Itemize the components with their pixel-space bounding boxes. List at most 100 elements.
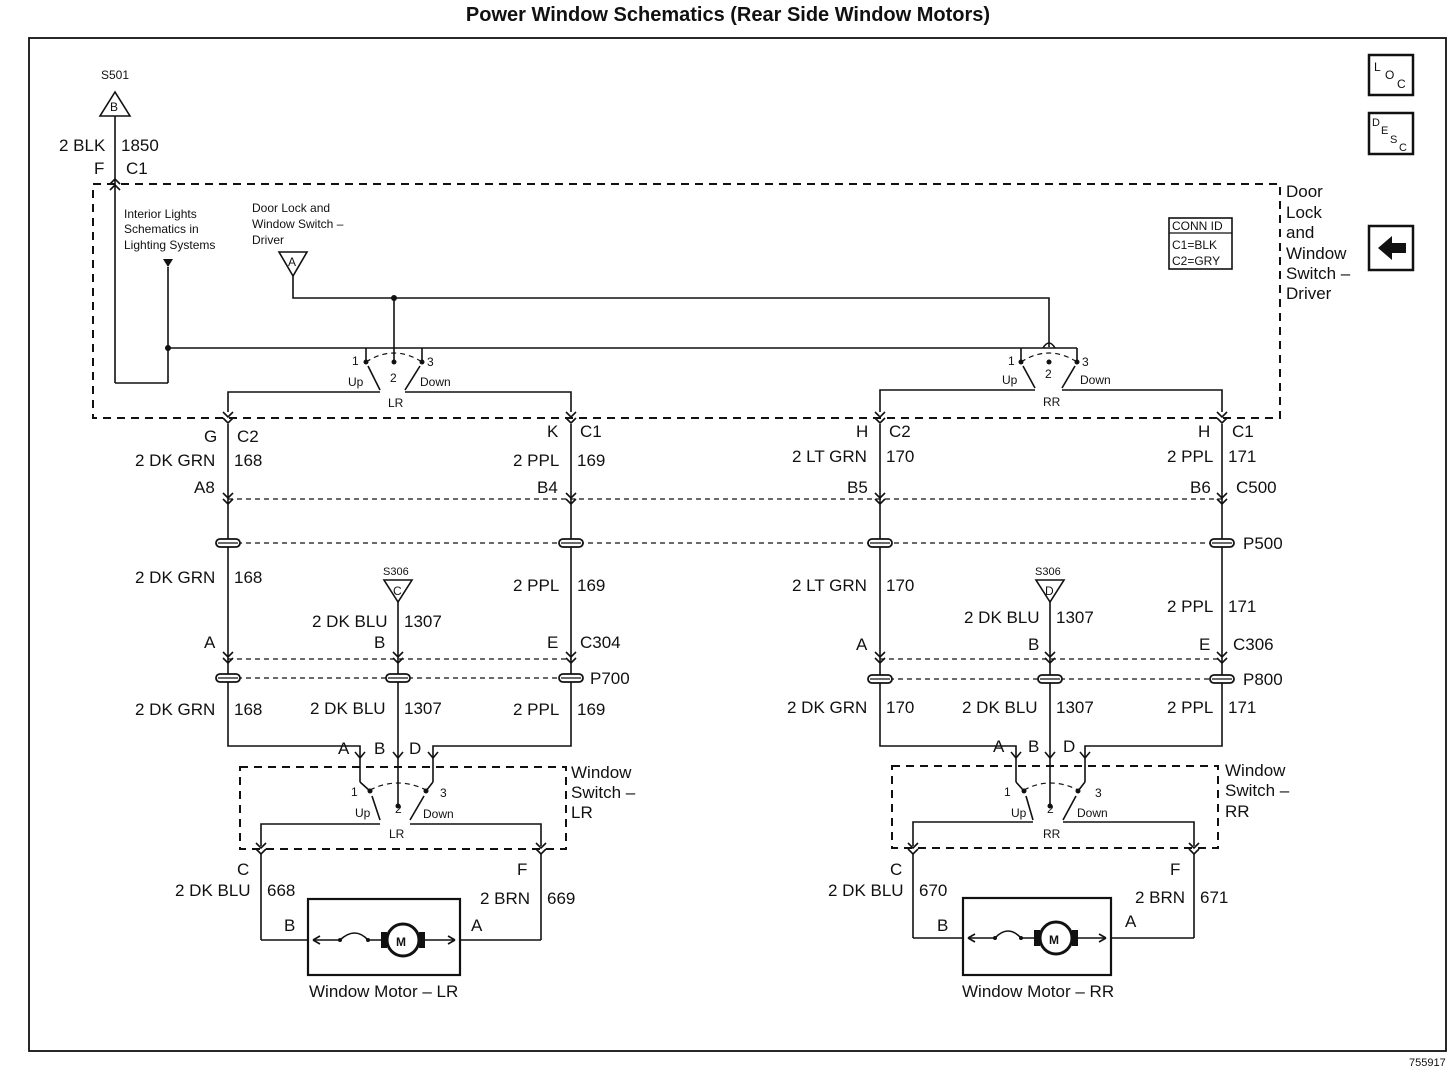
output-168: G C2 2 DK GRN 168 A8: [135, 427, 262, 497]
svg-text:RR: RR: [1225, 802, 1250, 821]
svg-text:1: 1: [352, 354, 359, 368]
svg-text:2: 2: [390, 371, 397, 385]
svg-text:C2=GRY: C2=GRY: [1172, 254, 1220, 268]
svg-text:A8: A8: [194, 478, 215, 497]
svg-text:D: D: [1372, 117, 1380, 129]
circuit-label: 1307: [1056, 608, 1094, 627]
pin-label: A: [856, 635, 868, 654]
splice-s501: S501 B: [98, 68, 132, 117]
wire-color-label: 2 BLK: [59, 136, 106, 155]
svg-text:3: 3: [1095, 786, 1102, 800]
circuit-label: 671: [1200, 888, 1228, 907]
svg-text:C: C: [393, 584, 402, 598]
window-switch-lr: 1 2 3 Up Down LR: [260, 762, 542, 846]
circuit-label: 168: [234, 700, 262, 719]
svg-text:LR: LR: [388, 396, 404, 410]
svg-text:2: 2: [395, 802, 402, 816]
svg-text:Up: Up: [1002, 373, 1018, 387]
svg-text:B4: B4: [537, 478, 558, 497]
pin-label: A: [993, 737, 1005, 756]
svg-text:Window: Window: [1286, 244, 1347, 263]
svg-text:E: E: [1381, 125, 1388, 137]
wire-color-label: 2 DK GRN: [787, 698, 867, 717]
window-switch-lr-box: [239, 766, 567, 850]
driver-switch-name: Door Lock and Window Switch – Driver: [1286, 182, 1351, 303]
svg-text:1: 1: [1008, 354, 1015, 368]
sheet-frame: [28, 37, 1447, 1052]
window-switch-rr: 1 2 3 Up Down RR: [912, 762, 1195, 846]
svg-text:Switch –: Switch –: [571, 783, 636, 802]
pin-label: B: [1028, 635, 1039, 654]
circuit-label: 668: [267, 881, 295, 900]
svg-text:Driver: Driver: [252, 233, 284, 247]
svg-text:169: 169: [577, 451, 605, 470]
pin-label: F: [94, 159, 104, 178]
location-icon[interactable]: L O C: [1367, 53, 1415, 97]
svg-text:C: C: [1397, 77, 1406, 91]
page-title: Power Window Schematics (Rear Side Windo…: [465, 4, 991, 26]
pin-label: B: [937, 916, 948, 935]
pin-label: C: [237, 860, 249, 879]
pin-label: F: [1170, 860, 1180, 879]
svg-text:H: H: [1198, 422, 1210, 441]
svg-text:M: M: [1049, 933, 1059, 947]
pin-label: A: [338, 739, 350, 758]
svg-text:Window: Window: [571, 763, 632, 782]
svg-text:S306: S306: [1035, 566, 1061, 578]
driver-rr-switch: 1 2 3 Up Down RR: [879, 348, 1223, 412]
svg-text:Schematics in: Schematics in: [124, 222, 199, 236]
svg-text:Lock: Lock: [1286, 203, 1322, 222]
svg-text:RR: RR: [1043, 395, 1061, 409]
motor-lr-label: Window Motor – LR: [309, 982, 458, 1001]
description-icon[interactable]: D E S C: [1367, 111, 1415, 156]
circuit-label: 1307: [404, 612, 442, 631]
pin-label: D: [409, 739, 421, 758]
connector-label: C1: [126, 159, 148, 178]
svg-text:Down: Down: [1077, 806, 1108, 820]
c500-label: C500: [1236, 478, 1277, 497]
wire-color-label: 2 DK BLU: [175, 881, 251, 900]
svg-text:O: O: [1385, 68, 1394, 82]
conn-id-box: CONN ID C1=BLK C2=GRY: [1168, 217, 1233, 270]
wire-color-label: 2 DK GRN: [135, 700, 215, 719]
pin-label: D: [1063, 737, 1075, 756]
svg-text:2: 2: [1045, 367, 1052, 381]
svg-text:Window Switch –: Window Switch –: [252, 217, 344, 231]
svg-text:170: 170: [886, 447, 914, 466]
svg-text:RR: RR: [1043, 827, 1061, 841]
svg-text:Down: Down: [1080, 373, 1111, 387]
svg-text:C2: C2: [889, 422, 911, 441]
wire-color-label: 2 DK BLU: [962, 698, 1038, 717]
svg-text:Down: Down: [420, 375, 451, 389]
svg-text:2 LT GRN: 2 LT GRN: [792, 447, 867, 466]
circuit-label: 170: [886, 698, 914, 717]
wire-color-label: 2 PPL: [1167, 698, 1213, 717]
output-171: H C1 2 PPL 171 B6: [1167, 422, 1256, 497]
svg-text:Switch –: Switch –: [1286, 264, 1351, 283]
circuit-label: 170: [886, 576, 914, 595]
back-arrow-icon[interactable]: [1367, 224, 1415, 272]
svg-text:C2: C2: [237, 427, 259, 446]
pin-label: B: [1028, 737, 1039, 756]
drawing-number: 755917: [1409, 1057, 1446, 1069]
svg-text:S: S: [1390, 134, 1397, 146]
svg-text:3: 3: [427, 355, 434, 369]
svg-text:B6: B6: [1190, 478, 1211, 497]
svg-text:CONN ID: CONN ID: [1172, 219, 1223, 233]
wire-color-label: 2 LT GRN: [792, 576, 867, 595]
svg-text:LR: LR: [389, 827, 405, 841]
svg-text:Lighting Systems: Lighting Systems: [124, 238, 215, 252]
svg-text:2 PPL: 2 PPL: [513, 451, 559, 470]
connector-label: C304: [580, 633, 621, 652]
svg-text:A: A: [288, 255, 296, 269]
pin-label: A: [204, 633, 216, 652]
svg-text:Interior Lights: Interior Lights: [124, 207, 197, 221]
svg-text:Up: Up: [348, 375, 364, 389]
svg-text:and: and: [1286, 223, 1314, 242]
output-169: K C1 2 PPL 169 B4: [513, 422, 605, 497]
circuit-label: 168: [234, 568, 262, 587]
svg-text:L: L: [1374, 60, 1381, 74]
connector-label: C306: [1233, 635, 1274, 654]
circuit-label: 171: [1228, 698, 1256, 717]
wire-color-label: 2 DK BLU: [828, 881, 904, 900]
